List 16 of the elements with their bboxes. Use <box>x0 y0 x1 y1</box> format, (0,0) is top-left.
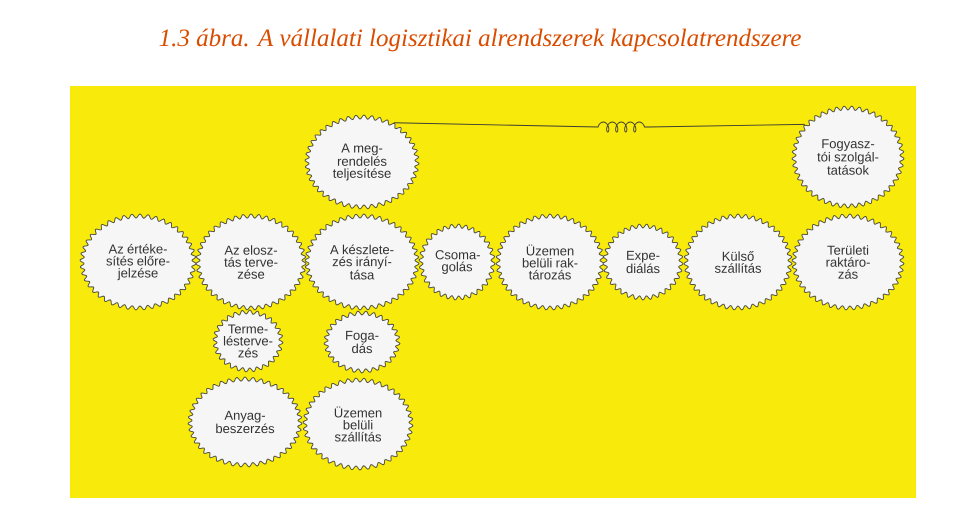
gear: Anyag- beszerzés <box>188 376 303 468</box>
gear: Expe- diálás <box>602 224 684 300</box>
gear: Területi raktáro- zás <box>792 214 905 310</box>
gear: Terme- lésterve- zés <box>212 310 284 372</box>
gear: Foga- dás <box>324 310 400 374</box>
gear: Az értéke- sítés előre- jelzése <box>80 214 197 310</box>
spring-line <box>393 122 806 132</box>
gear: Fogyasz- tói szolgál- tatások <box>792 106 905 208</box>
gear: Külső szállítás <box>684 214 793 310</box>
gear: Üzemen belüli rak- tározás <box>496 214 605 310</box>
gear: Üzemen belüli szállítás <box>302 378 414 470</box>
gear: Az elosz- tás terve- zése <box>196 214 307 310</box>
gear: Csoma- golás <box>418 224 496 300</box>
gear: A meg- rendelés teljesítése <box>304 114 420 210</box>
gear: A készlete- zés irányí- tása <box>304 214 420 310</box>
title: 1.3 ábra. A vállalati logisztikai alrendszerek kapcsolatrendszere <box>160 28 801 52</box>
